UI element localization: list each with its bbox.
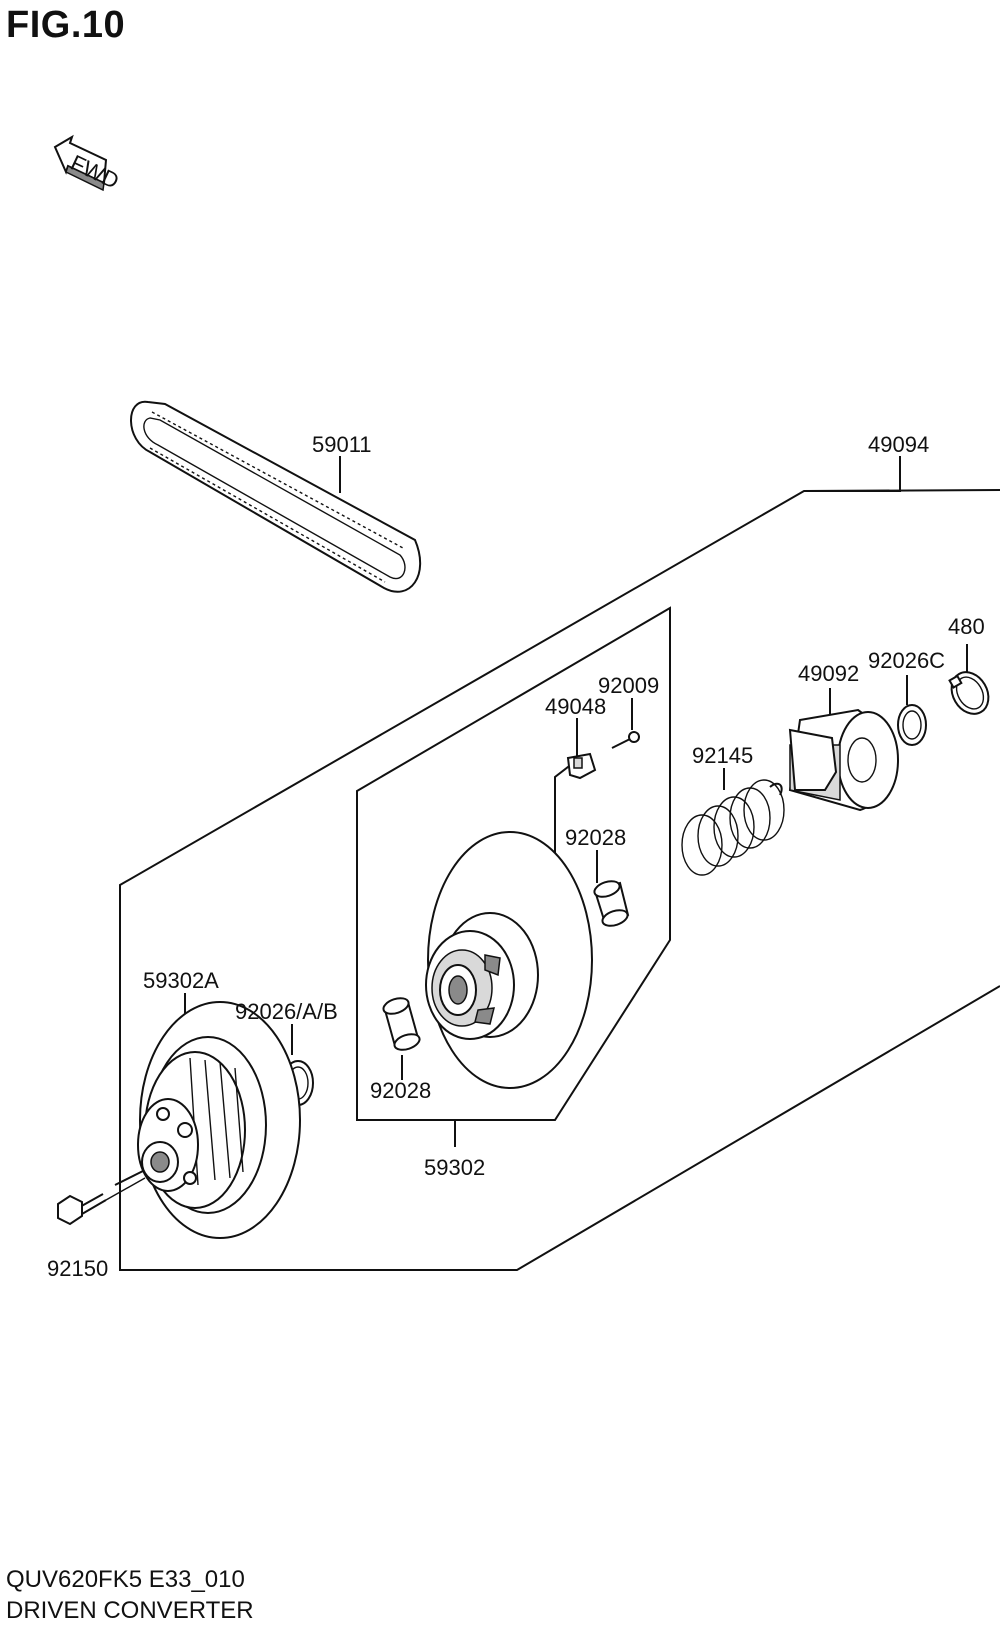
leader-49094 [804,456,901,492]
part-label-59302: 59302 [424,1155,485,1180]
part-label-49094: 49094 [868,432,929,457]
assembly-49094-outline [119,489,1000,1271]
part-label-59302a: 59302A [143,968,219,993]
part-label-49048: 49048 [545,694,606,719]
figure-title: FIG.10 [6,4,126,46]
spring-icon [681,779,785,876]
part-label-49092: 49092 [798,661,859,686]
leader-49048 [554,718,578,890]
part-label-59011: 59011 [312,432,372,457]
part-label-92145: 92145 [692,743,753,768]
bracket-49048-icon [566,752,597,780]
part-label-92026ab: 92026/A/B [235,999,338,1024]
part-label-92028-upper: 92028 [565,825,626,850]
part-label-92009: 92009 [598,673,659,698]
washer-92026c-icon [897,704,927,746]
cam-icon [788,708,899,812]
assembly-59302-outline [356,606,671,1121]
part-label-92150: 92150 [47,1256,108,1281]
drive-belt-icon [130,400,422,593]
retaining-ring-icon [948,671,990,715]
part-label-480: 480 [948,614,985,639]
bushing-lower-icon [382,997,421,1051]
bolt-92150-icon [57,1177,146,1226]
screw-92009-icon [611,731,640,749]
section-title: DRIVEN CONVERTER [6,1597,254,1624]
bushing-upper-icon [593,880,630,927]
fixed-sheave-icon [137,1001,301,1239]
part-label-92026c: 92026C [868,648,945,673]
model-code: QUV620FK5 E33_010 [6,1566,245,1593]
part-label-92028-lower: 92028 [370,1078,431,1103]
fwd-arrow-icon: FWD [53,134,123,194]
movable-sheave-icon [425,831,593,1089]
